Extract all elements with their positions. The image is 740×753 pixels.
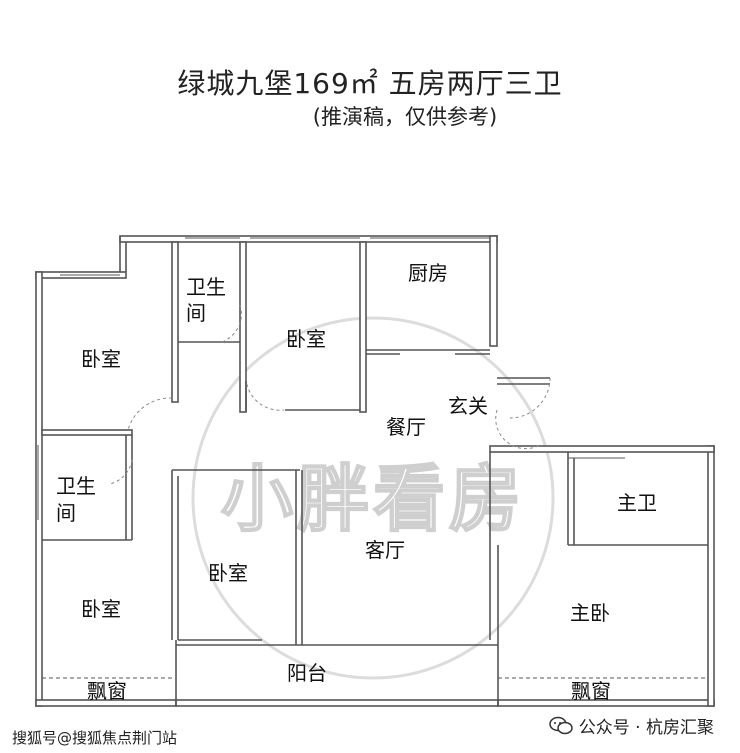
door-swings [109,304,551,485]
room-bedroom-nw: 卧室 [81,347,121,371]
room-master-bedroom: 主卧 [570,601,610,625]
room-bath-n-line2: 间 [186,301,206,325]
plan-subtitle: (推演稿，仅供参考) [312,105,498,129]
room-bath-n-line1: 卫生 [186,275,226,299]
room-bay-window-right: 飘窗 [571,679,611,703]
footer-account: 公众号 · 杭房汇聚 [549,713,714,738]
room-labels: 卧室 卫生 间 卧室 厨房 玄关 餐厅 卫生 间 卧室 客厅 主卫 卧室 主卧 … [56,261,657,703]
room-balcony: 阳台 [287,661,327,685]
room-bath-w-line1: 卫生 [56,474,96,498]
wechat-icon [549,716,573,734]
room-bay-window-left: 飘窗 [87,679,127,703]
room-bedroom-sw: 卧室 [81,597,121,621]
footer-account-label: 公众号 · 杭房汇聚 [578,718,714,738]
room-living: 客厅 [365,538,405,562]
room-dining: 餐厅 [386,415,426,439]
watermark: 小胖看房 [191,316,555,680]
walls [35,235,715,707]
plan-title: 绿城九堡169㎡ 五房两厅三卫 [177,67,563,100]
room-master-bath: 主卫 [617,491,657,515]
room-bedroom-c: 卧室 [208,561,248,585]
room-kitchen: 厨房 [408,261,448,285]
room-bath-w-line2: 间 [56,501,76,525]
footer-source: 搜狐号@搜狐焦点荆门站 [12,729,178,747]
room-bedroom-n: 卧室 [286,327,326,351]
room-foyer: 玄关 [448,394,488,418]
